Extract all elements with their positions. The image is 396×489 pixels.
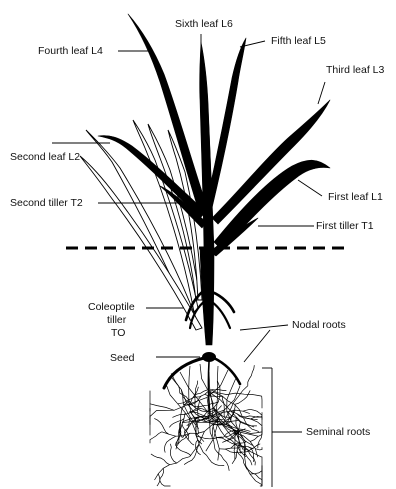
labels: Sixth leaf L6 Fifth leaf L5 Fourth leaf … [10, 18, 385, 438]
root-hair [171, 373, 180, 393]
label-fifth-leaf: Fifth leaf L5 [271, 35, 326, 47]
label-fourth-leaf: Fourth leaf L4 [38, 45, 103, 57]
root-hair [246, 466, 262, 482]
root-hair [170, 444, 176, 463]
label-coleoptile-tiller-1: Coleoptile [88, 301, 135, 313]
label-sixth-leaf: Sixth leaf L6 [175, 18, 233, 30]
root-hair [155, 457, 190, 480]
leader-nodal-roots-2 [244, 330, 270, 362]
label-first-tiller: First tiller T1 [316, 220, 374, 232]
root-hair [215, 449, 229, 471]
root-hair [255, 447, 262, 450]
root-hair [157, 468, 164, 486]
label-coleoptile-tiller-3: TO [111, 327, 125, 339]
root-hair [248, 365, 255, 386]
root-hair [235, 390, 251, 404]
label-second-tiller: Second tiller T2 [10, 197, 83, 209]
root-hair [258, 428, 262, 449]
label-seed: Seed [110, 352, 135, 364]
root-hair [164, 436, 176, 452]
label-third-leaf: Third leaf L3 [326, 64, 385, 76]
root-hair [222, 396, 224, 418]
leader-third-leaf [318, 82, 325, 104]
root-hair [150, 432, 162, 444]
root-hair [176, 447, 191, 456]
label-nodal-roots: Nodal roots [292, 319, 346, 331]
label-seminal-roots: Seminal roots [306, 426, 370, 438]
leader-lines [52, 34, 325, 487]
leader-nodal-roots-1 [240, 325, 288, 330]
label-first-leaf: First leaf L1 [328, 191, 383, 203]
fifth-leaf-L5 [206, 38, 246, 208]
root-hair [158, 474, 170, 486]
leader-first-leaf [298, 180, 322, 196]
root-hair [151, 454, 170, 465]
label-coleoptile-tiller-2: tiller [107, 314, 127, 326]
root-hair [203, 452, 224, 465]
main-stem [200, 248, 214, 345]
label-second-leaf: Second leaf L2 [10, 151, 80, 163]
